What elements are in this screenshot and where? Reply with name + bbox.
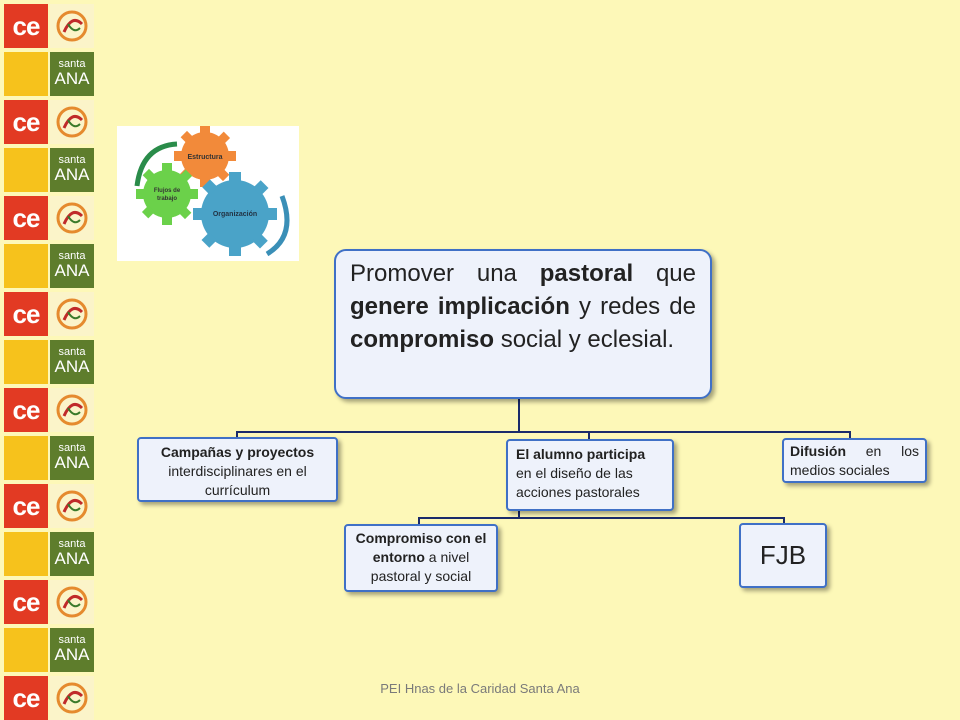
- emblem-icon: [50, 196, 94, 240]
- ce-logo: ce: [4, 100, 48, 144]
- yellow-tile: [4, 52, 48, 96]
- emblem-icon: [50, 292, 94, 336]
- yellow-tile: [4, 148, 48, 192]
- connector: [518, 511, 520, 518]
- emblem-icon: [50, 676, 94, 720]
- ce-logo: ce: [4, 388, 48, 432]
- ce-logo: ce: [4, 292, 48, 336]
- emblem-icon: [50, 100, 94, 144]
- emblem-icon: [50, 484, 94, 528]
- ce-logo: ce: [4, 484, 48, 528]
- gear-estructura: Estructura: [174, 125, 236, 187]
- social-media-box: Difusión en los medios sociales: [782, 438, 927, 483]
- connector: [236, 431, 238, 439]
- gear-label: Estructura: [187, 154, 222, 161]
- yellow-tile: [4, 628, 48, 672]
- connector: [418, 517, 785, 519]
- emblem-icon: [50, 388, 94, 432]
- yellow-tile: [4, 244, 48, 288]
- yellow-tile: [4, 532, 48, 576]
- emblem-icon: [50, 4, 94, 48]
- gear-flujos: Flujos de trabajo: [136, 163, 198, 225]
- connector: [518, 399, 520, 432]
- gears-image: Estructura Flujos de trabajo: [117, 125, 299, 261]
- connector: [849, 431, 851, 439]
- commitment-box: Compromiso con el entorno a nivel pastor…: [344, 524, 498, 592]
- svg-text:Organización: Organización: [213, 211, 257, 218]
- footer-text: PEI Hnas de la Caridad Santa Ana: [380, 681, 580, 696]
- svg-text:Flujos de: Flujos de: [154, 188, 181, 194]
- yellow-tile: [4, 436, 48, 480]
- yellow-tile: [4, 340, 48, 384]
- emblem-icon: [50, 580, 94, 624]
- connector: [236, 431, 851, 433]
- ce-logo: ce: [4, 196, 48, 240]
- connector: [588, 431, 590, 440]
- fjb-box: FJB: [739, 523, 827, 588]
- main-goal-box: Promover una pastoral que genere implica…: [334, 249, 712, 399]
- connector: [418, 517, 420, 525]
- ce-logo: ce: [4, 4, 48, 48]
- ce-logo: ce: [4, 676, 48, 720]
- svg-text:trabajo: trabajo: [157, 196, 177, 202]
- connector: [783, 517, 785, 524]
- campaigns-box: Campañas y proyectos interdisciplinares …: [137, 437, 338, 502]
- ce-logo: ce: [4, 580, 48, 624]
- student-participation-box: El alumno participa en el diseño de las …: [506, 439, 674, 511]
- gear-organizacion: Organización: [193, 172, 277, 256]
